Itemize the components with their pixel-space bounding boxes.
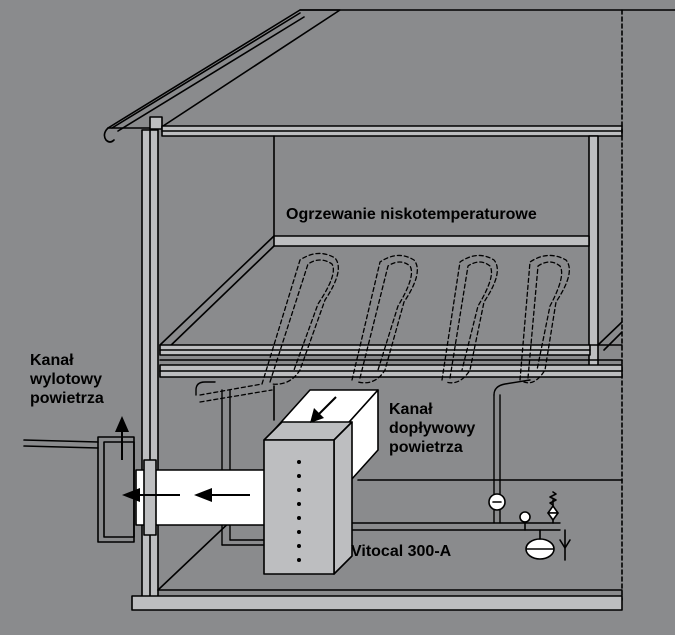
vitocal-unit-icon (263, 421, 353, 575)
roof (103, 9, 675, 143)
exhaust-arrow-icon-1 (122, 488, 180, 502)
unit-indicator-dots (297, 460, 301, 562)
heated-floor (159, 235, 623, 378)
heating-label: Ogrzewanie niskotemperaturowe (286, 206, 537, 223)
supply-duct-label-line-2: dopływowy (389, 420, 476, 437)
hydraulic-components (488, 491, 571, 561)
airflow-arrows (115, 396, 337, 502)
unit-label: Vitocal 300-A (351, 543, 452, 560)
right-column (588, 9, 623, 601)
exhaust-arrow-icon-2 (194, 488, 250, 502)
exhaust-duct-label-line-3: powietrza (30, 390, 104, 407)
exhaust-duct-label-line-1: Kanał (30, 352, 74, 369)
supply-arrow-icon (310, 396, 337, 423)
exhaust-duct-label: Kanał wylotowy powietrza (30, 351, 104, 408)
supply-duct-label-line-3: powietrza (389, 439, 463, 456)
supply-duct-label: Kanał dopływowy powietrza (389, 400, 475, 457)
heating-loops (199, 252, 570, 403)
exhaust-duct-label-line-2: wylotowy (30, 371, 103, 388)
outlet-arrow-icon (115, 416, 129, 460)
supply-duct-label-line-1: Kanał (389, 401, 433, 418)
